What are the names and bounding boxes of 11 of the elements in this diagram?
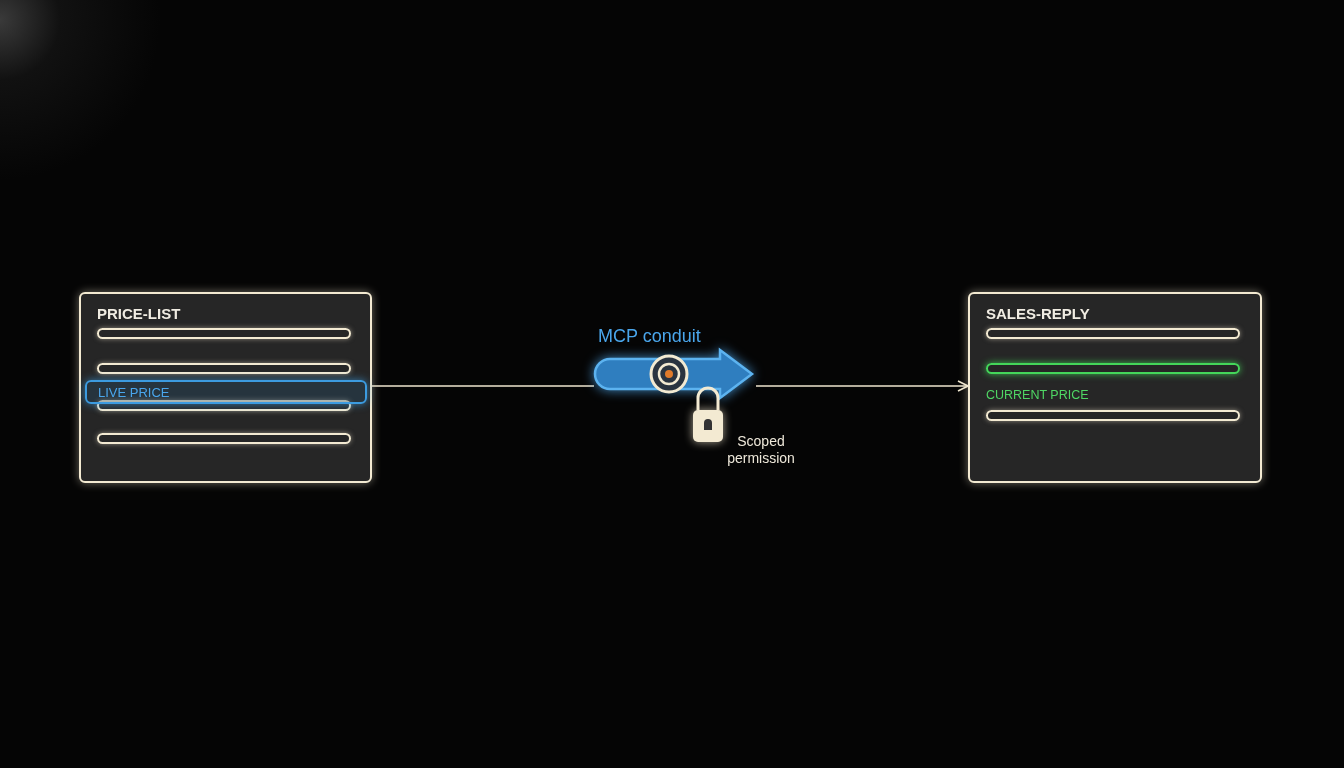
card-title: PRICE-LIST [97,305,181,322]
arrow [755,380,969,392]
document-card [968,292,1262,483]
row-label: LIVE PRICE [98,385,170,400]
card-title: SALES-REPLY [986,305,1090,322]
highlighted-value: CURRENT PRICE [986,388,1089,402]
highlighted-row [85,380,367,404]
conduit-label: MCP conduit [598,326,701,347]
document-card [79,292,372,483]
connector-line [371,385,595,387]
permission-note: Scoped permission [726,433,796,467]
